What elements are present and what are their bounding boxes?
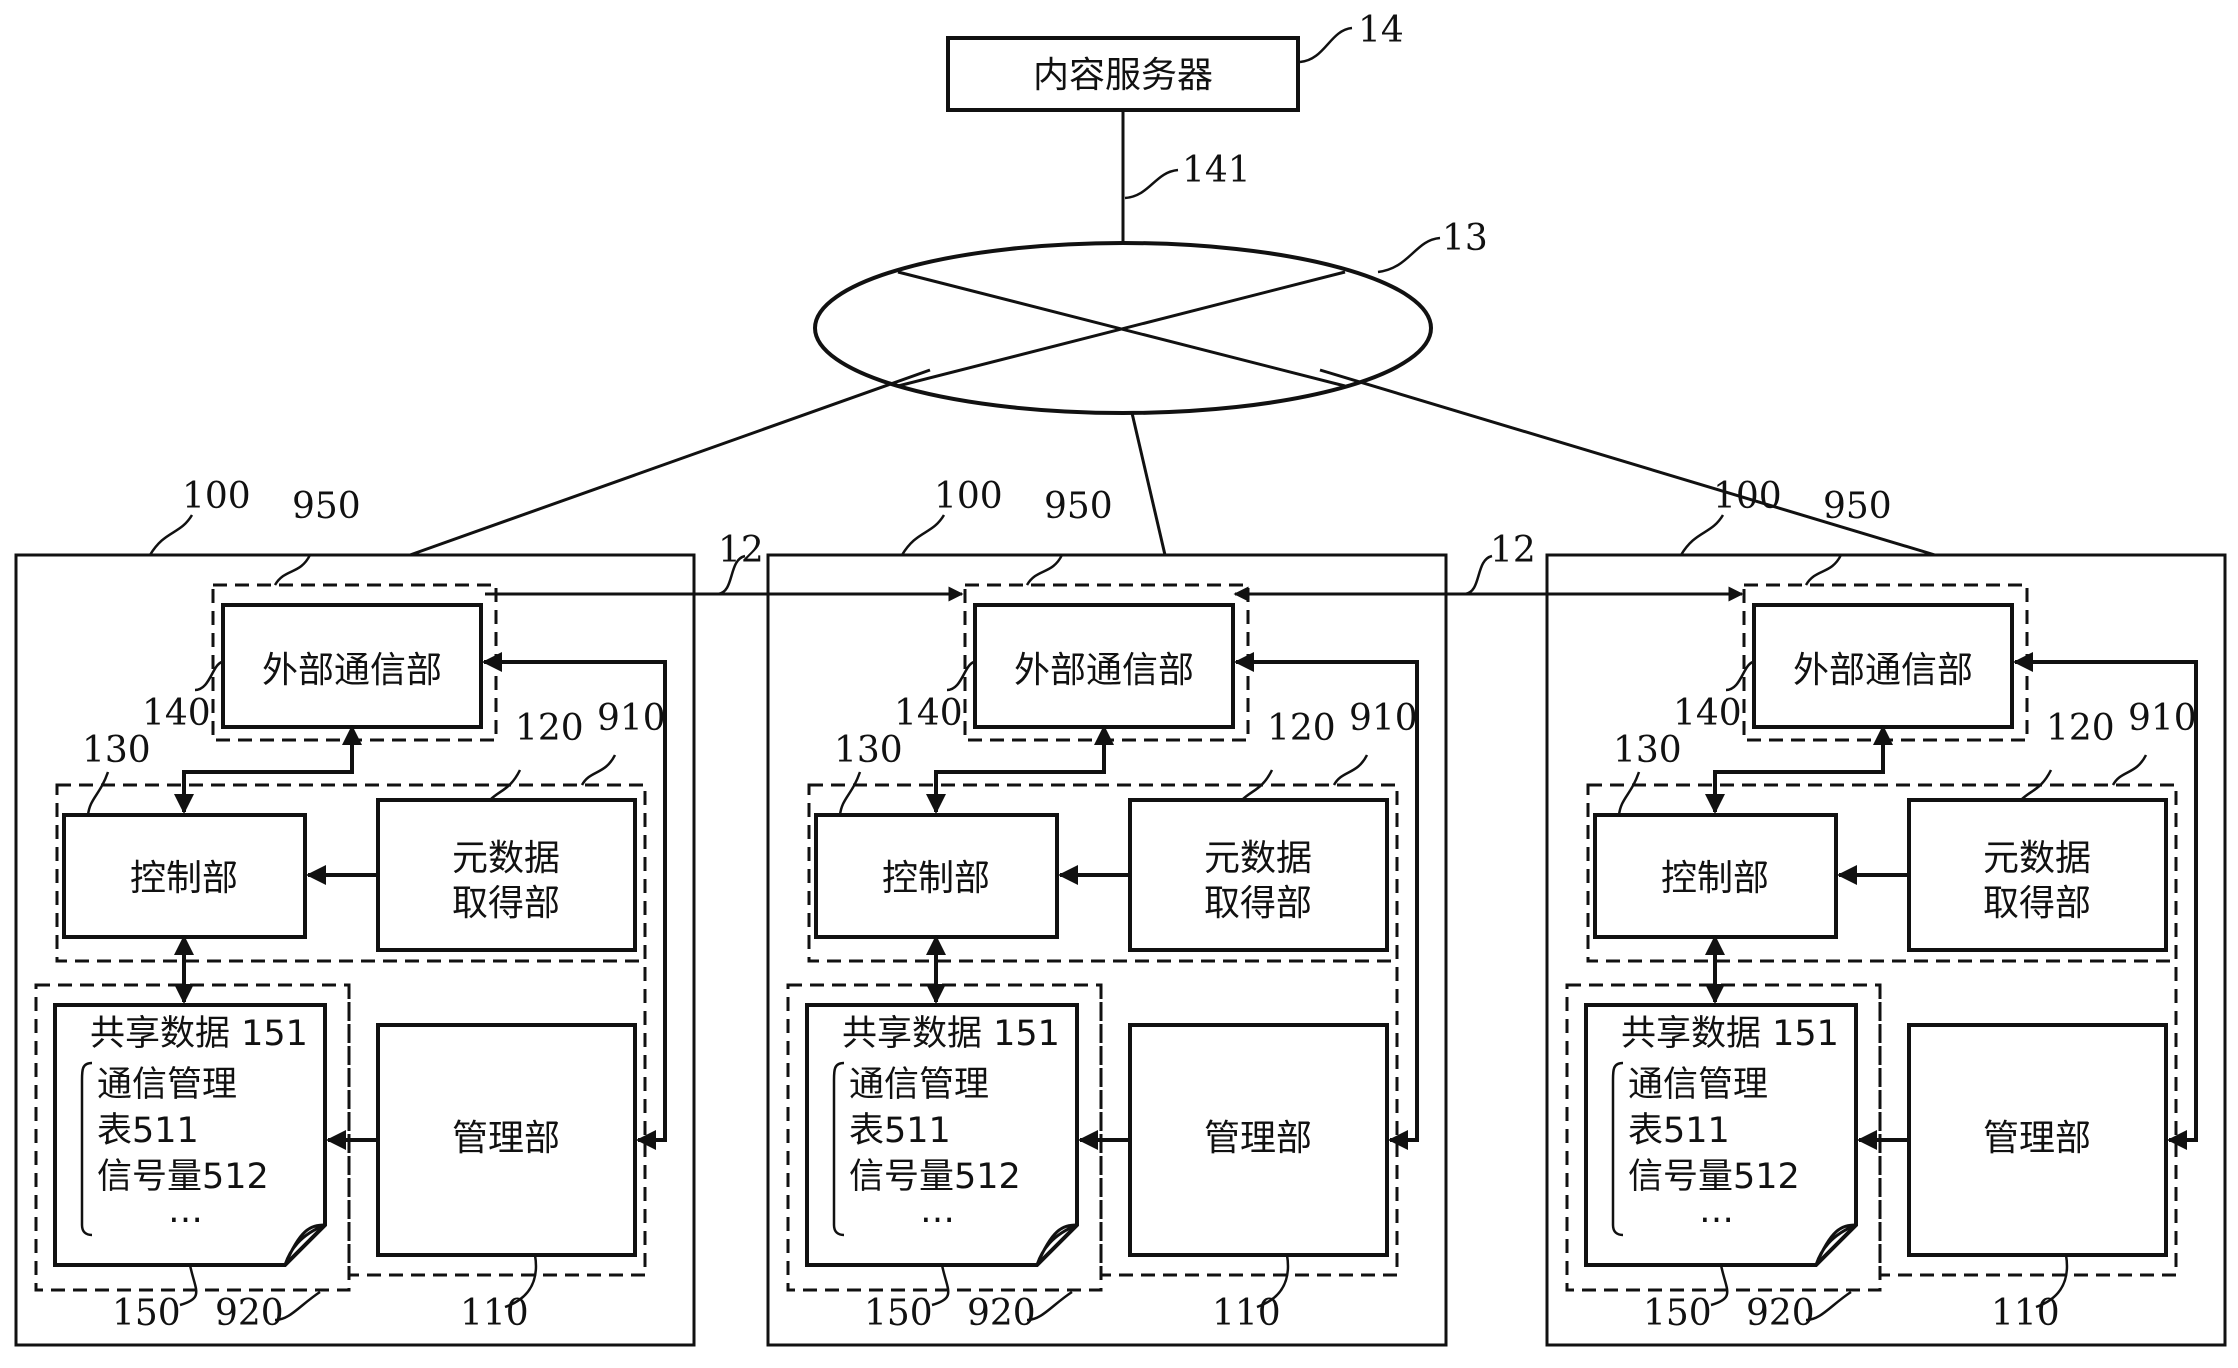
metadata-unit-label-line1: 元数据 — [452, 838, 560, 879]
control-ref-leader — [86, 771, 110, 816]
shared-data-line-3: 信号量512 — [97, 1157, 269, 1197]
manager-ref: 110 — [460, 1293, 529, 1334]
server-link-ref-leader — [1124, 168, 1179, 200]
link-ref-leader-2 — [1464, 554, 1493, 596]
content-server-ref-leader — [1299, 26, 1353, 64]
control-group-ref: 910 — [597, 698, 666, 739]
shared-data-box — [53, 1003, 327, 1267]
ext-comm-group-ref: 950 — [292, 486, 361, 527]
device-center — [768, 476, 1446, 1345]
network-ref: 13 — [1442, 218, 1488, 259]
metadata-ref: 120 — [515, 708, 584, 749]
link-ref-2: 12 — [1490, 530, 1536, 571]
ext-to-manager-arrow — [482, 652, 667, 1150]
manager-unit-label: 管理部 — [452, 1118, 560, 1159]
ext-comm-unit-label: 外部通信部 — [262, 650, 442, 691]
link-ref-1: 12 — [718, 530, 764, 571]
link-ref-leader-1 — [717, 554, 746, 596]
shared-data-ref: 150 — [112, 1293, 181, 1334]
shared-data-title: 共享数据 151 — [90, 1014, 308, 1054]
device-right — [1547, 476, 2225, 1345]
storage-group-ref: 920 — [215, 1293, 284, 1334]
shared-data-page-curl — [283, 1223, 326, 1266]
ext-comm-group-ref-leader — [273, 554, 312, 586]
device-ref: 100 — [182, 476, 251, 517]
shared-data-line-2: 表511 — [97, 1111, 199, 1151]
network-link-right — [1319, 368, 1936, 557]
network-link-center — [1130, 412, 1167, 556]
shared-data-line-4: … — [168, 1191, 203, 1231]
ext-to-control-arrow — [174, 725, 362, 814]
network-link-left — [409, 368, 931, 557]
network-ref-leader — [1377, 236, 1441, 274]
device-ref-leader — [148, 514, 194, 556]
content-server-label: 内容服务器 — [1033, 55, 1213, 96]
content-server-box — [946, 36, 1300, 112]
manager-ref-leader — [504, 1254, 538, 1309]
ext-comm-ref: 140 — [142, 693, 211, 734]
ext-comm-unit-box — [221, 603, 483, 729]
control-unit-box — [62, 813, 307, 939]
metadata-unit-label-line2: 取得部 — [452, 883, 560, 924]
control-group-ref-leader — [580, 754, 617, 786]
manager-group-boundary — [347, 961, 647, 1277]
control-unit-label: 控制部 — [130, 858, 238, 899]
storage-group-ref-leader — [274, 1290, 321, 1322]
network: 13 — [813, 218, 1488, 415]
network-ellipse — [813, 241, 1433, 415]
content-server: 内容服务器 14 — [946, 10, 1404, 112]
network-cross-line-2 — [897, 270, 1346, 388]
shared-data-line-1: 通信管理 — [97, 1065, 237, 1105]
content-server-ref: 14 — [1358, 10, 1404, 51]
control-ref: 130 — [82, 730, 151, 771]
server-link-ref: 141 — [1182, 150, 1251, 191]
ext-comm-ref-leader — [194, 660, 223, 692]
shared-data-ref-leader — [179, 1264, 198, 1307]
device-box — [14, 553, 696, 1347]
device-left: 100 950 外部通信部 140 910 控制部 130 元数据 取得部 12… — [14, 476, 696, 1347]
shared-data-bracket — [80, 1061, 93, 1237]
